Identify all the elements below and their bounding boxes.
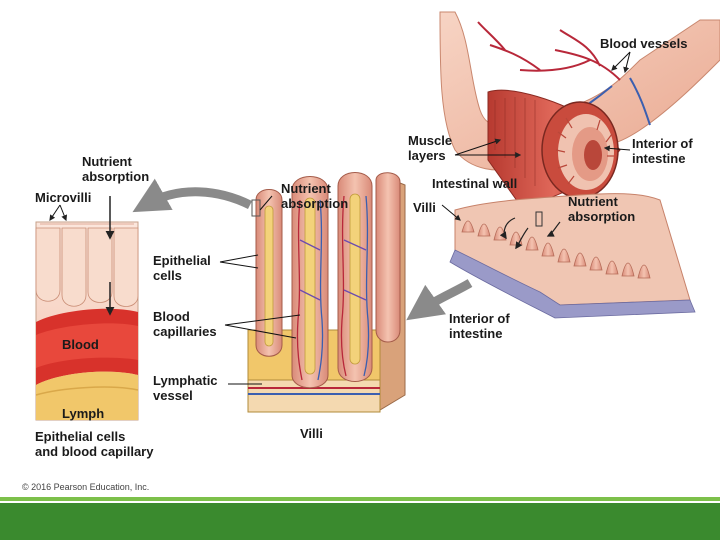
leader-lines	[49, 51, 631, 385]
label-blood: Blood	[62, 337, 99, 352]
label-epithelial-cells-caption: Epithelial cells and blood capillary	[35, 429, 154, 459]
inset-connector-arrow-right	[406, 279, 473, 321]
label-blood-capillaries: Blood capillaries	[153, 309, 217, 339]
label-lymphatic-vessel: Lymphatic vessel	[153, 373, 218, 403]
villi-block-illustration	[247, 172, 406, 413]
inset-connector-arrow-left	[132, 178, 253, 213]
label-nutrient-absorption-center: Nutrient absorption	[281, 181, 349, 211]
label-muscle-layers: Muscle layers	[408, 133, 453, 163]
copyright-notice: © 2016 Pearson Education, Inc.	[22, 482, 150, 492]
label-epithelial-cells: Epithelial cells	[153, 253, 211, 283]
label-villi-right: Villi	[413, 200, 436, 215]
intestine-segment-illustration	[439, 11, 720, 206]
label-villi-bottom: Villi	[300, 426, 323, 441]
label-microvilli: Microvilli	[35, 190, 92, 205]
footer-bar	[0, 503, 720, 540]
intestinal-wall-illustration	[449, 193, 696, 319]
microvilli-inset-illustration	[35, 196, 139, 421]
label-interior-of-intestine-top: Interior of intestine	[632, 136, 693, 166]
label-nutrient-absorption-left: Nutrient absorption	[82, 154, 150, 184]
label-interior-of-intestine-mid: Interior of intestine	[449, 311, 510, 341]
label-intestinal-wall: Intestinal wall	[432, 176, 518, 191]
label-lymph: Lymph	[62, 406, 105, 421]
label-nutrient-absorption-right: Nutrient absorption	[568, 194, 636, 224]
label-blood-vessels: Blood vessels	[600, 36, 688, 51]
